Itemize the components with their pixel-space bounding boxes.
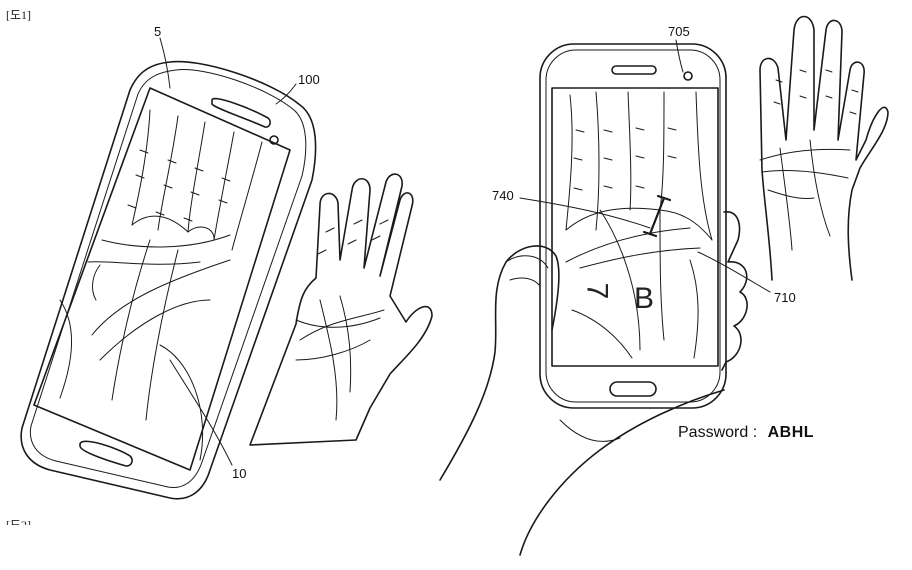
right-screen-palm [565, 91, 713, 359]
password-value: ABHL [767, 424, 815, 441]
label-camera: 705 [668, 24, 690, 39]
screen-letter-first: 7 [580, 282, 614, 300]
left-real-hand [249, 173, 433, 446]
left-screen-palm [59, 109, 263, 461]
holding-hand [439, 211, 748, 556]
label-measure: 740 [492, 188, 514, 203]
figure-label-2: [도2] [6, 518, 32, 525]
right-real-hand [759, 15, 889, 281]
right-leader-lines [519, 39, 771, 293]
screen-letter-second: B [634, 282, 655, 315]
figure-label-1: [도1] [6, 8, 32, 22]
label-palm-image: 10 [232, 466, 247, 481]
right-phone-body [539, 43, 727, 409]
password-label: Password : [678, 424, 758, 441]
left-phone-body [20, 60, 317, 500]
label-palm-region: 710 [774, 290, 796, 305]
password-readout: Password : ABHL [678, 424, 814, 442]
label-screen: 5 [154, 24, 162, 39]
label-device: 100 [298, 72, 320, 87]
left-leader-lines [159, 37, 297, 466]
